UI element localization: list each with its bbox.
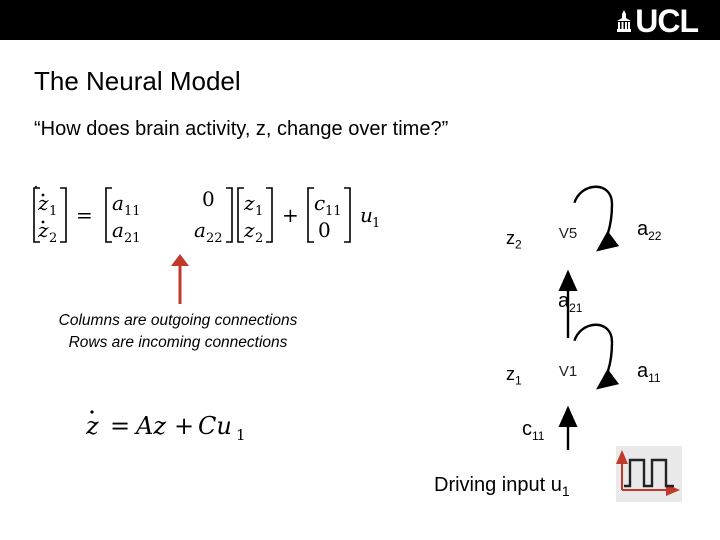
svg-text:21: 21 xyxy=(124,231,141,246)
compact-equation: z = Az + Cu 1 xyxy=(86,410,246,444)
self-loop-a11 xyxy=(572,323,620,390)
svg-text:11: 11 xyxy=(325,204,342,219)
header-bar: UCL xyxy=(0,0,720,40)
svg-text:Cu: Cu xyxy=(198,412,232,440)
svg-text:=: = xyxy=(76,203,93,227)
svg-text:z: z xyxy=(243,218,255,242)
svg-text:+: + xyxy=(282,203,299,227)
svg-text:1: 1 xyxy=(255,204,263,219)
ucl-logo: UCL xyxy=(617,3,699,39)
svg-text:a: a xyxy=(194,218,206,242)
svg-text:z: z xyxy=(243,191,255,215)
driving-input-plot xyxy=(616,446,682,502)
svg-text:1: 1 xyxy=(372,216,380,231)
svg-text:11: 11 xyxy=(124,204,141,219)
label-c11: c11 xyxy=(522,418,545,443)
svg-text:0: 0 xyxy=(202,187,215,211)
label-a21: a21 xyxy=(558,290,583,315)
pulse-train-icon xyxy=(616,450,680,496)
self-loop-a22 xyxy=(572,185,620,252)
label-a22: a22 xyxy=(637,218,662,243)
svg-text:z: z xyxy=(86,412,99,440)
matrix-equation: z1 z2 ̇ = a11 0 a21 a22 z1 z2 + c11 0 u1 xyxy=(33,185,380,246)
svg-text:1: 1 xyxy=(49,204,57,219)
svg-text:z: z xyxy=(37,191,49,215)
annotation-line-1: Columns are outgoing connections xyxy=(58,312,298,329)
slide-title: The Neural Model xyxy=(34,66,241,96)
svg-text:22: 22 xyxy=(206,231,223,246)
annotation: Columns are outgoing connections Rows ar… xyxy=(28,310,328,354)
svg-text:2: 2 xyxy=(255,231,263,246)
label-a11: a11 xyxy=(637,360,661,385)
svg-text:1: 1 xyxy=(236,426,246,444)
annotation-line-2: Rows are incoming connections xyxy=(68,334,288,351)
driving-input-label: Driving input u1 xyxy=(434,474,570,499)
svg-text:u: u xyxy=(360,203,373,227)
portico-icon xyxy=(617,10,632,32)
svg-text:0: 0 xyxy=(318,218,331,242)
label-z2: z2 xyxy=(506,228,522,252)
svg-text:=: = xyxy=(110,412,130,440)
node-v1: V1 xyxy=(537,340,599,402)
label-z1: z1 xyxy=(506,364,522,388)
logo-text: UCL xyxy=(635,3,699,39)
svg-text:a: a xyxy=(112,218,124,242)
slide-subtitle: “How does brain activity, z, change over… xyxy=(34,118,449,140)
svg-text:Az: Az xyxy=(134,412,166,440)
svg-text:z: z xyxy=(37,218,49,242)
svg-text:c: c xyxy=(314,191,325,215)
node-v5: V5 xyxy=(537,202,599,264)
svg-text:a: a xyxy=(112,191,124,215)
svg-text:+: + xyxy=(174,412,194,440)
svg-text:2: 2 xyxy=(49,231,57,246)
red-arrow-icon xyxy=(171,254,189,304)
